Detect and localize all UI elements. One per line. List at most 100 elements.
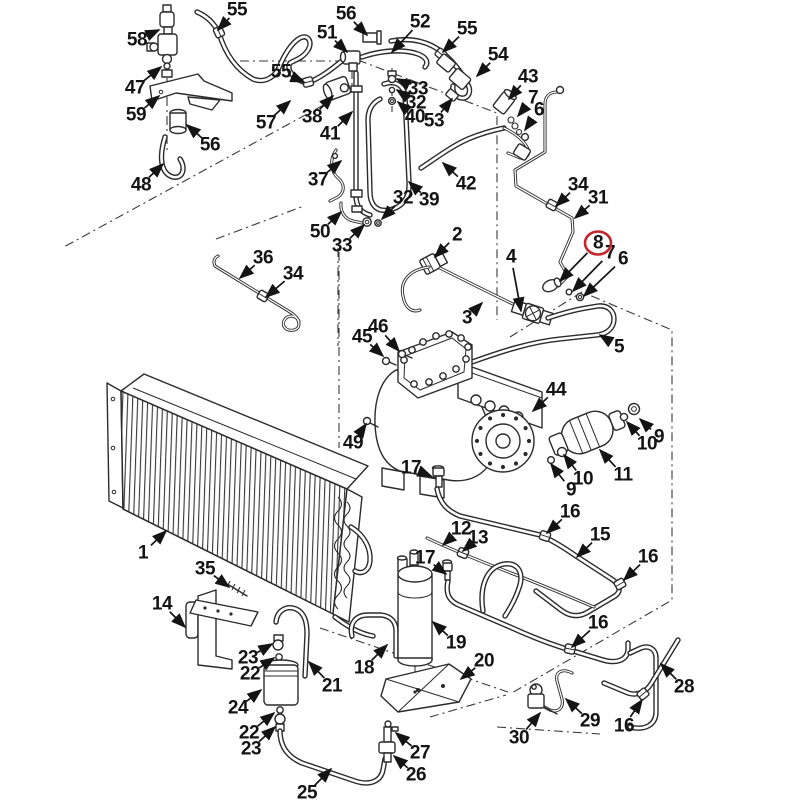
tube-3-loop-core — [401, 266, 430, 312]
callout-label-15: 15 — [590, 525, 611, 546]
callout-leader-4 — [512, 267, 525, 313]
pipe-36-core — [213, 255, 300, 331]
callout-label-19: 19 — [446, 633, 466, 654]
pipe-25-core — [278, 729, 387, 785]
callout-leader-42 — [441, 161, 459, 178]
pipe-36-group — [212, 254, 301, 332]
washer-32a — [388, 86, 396, 94]
pipe-hook — [479, 561, 524, 619]
callout-leader-23 — [257, 643, 274, 656]
callout-leader-54 — [475, 62, 491, 78]
callout-leader-38 — [319, 94, 335, 110]
callout-leader-31 — [573, 204, 591, 220]
hose-42-core — [419, 126, 506, 170]
callout-label-2: 2 — [452, 225, 462, 246]
bolt-45 — [381, 356, 391, 366]
callout-leader-58 — [144, 29, 161, 42]
callout-leader-28 — [659, 662, 677, 680]
accumulator-19 — [397, 573, 433, 661]
drier-24 — [263, 664, 299, 706]
callout-label-20: 20 — [474, 651, 494, 672]
callout-leader-26 — [392, 754, 409, 770]
callout-leader-34 — [554, 191, 571, 208]
cap-9 — [627, 402, 641, 416]
callout-leader-44 — [531, 396, 549, 413]
callout-leader-16 — [570, 629, 591, 649]
nut-32 — [374, 219, 382, 227]
callout-leader-14 — [169, 611, 187, 629]
callout-leader-43 — [507, 84, 523, 101]
tube-52-core — [360, 49, 429, 69]
callout-label-24: 24 — [228, 698, 249, 719]
callout-leader-1 — [150, 529, 168, 547]
callout-label-3: 3 — [462, 308, 472, 329]
callout-label-41: 41 — [320, 124, 341, 145]
callout-label-55: 55 — [271, 62, 292, 83]
callout-label-51: 51 — [317, 23, 338, 44]
callout-label-14: 14 — [152, 594, 173, 615]
callout-leader-16 — [545, 518, 563, 535]
callout-leader-53 — [438, 97, 454, 114]
bolt-40 — [387, 96, 397, 106]
callout-leader-29 — [564, 697, 583, 715]
callout-leader-10 — [625, 420, 641, 437]
callout-label-34: 34 — [283, 264, 304, 285]
bolt-46 — [397, 349, 407, 359]
callout-label-7: 7 — [605, 243, 615, 264]
callout-label-57: 57 — [256, 113, 276, 134]
fitting-17 — [432, 467, 445, 477]
callout-label-48: 48 — [131, 175, 151, 196]
callout-leader-22 — [257, 711, 276, 727]
pipe-18-core — [350, 613, 398, 658]
valve-26 — [378, 741, 396, 754]
callout-leader-24 — [246, 688, 263, 704]
hose-54-group — [388, 36, 473, 102]
callout-label-59: 59 — [126, 105, 146, 126]
hose-48-core — [160, 135, 185, 179]
pipe-5-core — [470, 304, 616, 364]
callout-label-50: 50 — [310, 222, 330, 243]
condenser-outlet-tube-core — [349, 525, 372, 574]
callout-leader-20 — [459, 665, 476, 681]
callout-label-45: 45 — [352, 327, 373, 348]
drier-24-group — [263, 634, 399, 786]
nut-6b — [575, 292, 585, 302]
fitting-23 — [272, 639, 284, 651]
callout-label-32: 32 — [393, 188, 413, 209]
callout-label-6: 6 — [534, 100, 544, 121]
pipe-29-core — [536, 670, 573, 712]
pipe-31 — [513, 90, 575, 288]
callout-label-1: 1 — [138, 543, 149, 564]
hose-42-group — [418, 125, 532, 171]
callout-label-40: 40 — [405, 107, 425, 128]
callout-label-7: 7 — [528, 88, 538, 109]
callout-leader-33 — [395, 78, 412, 91]
valve-58-body — [157, 33, 178, 56]
callout-leader-5 — [598, 334, 615, 348]
callout-leader-6 — [524, 115, 538, 132]
pipe-28-core — [628, 645, 658, 730]
hose-42 — [418, 125, 507, 171]
callout-leader-46 — [384, 334, 401, 353]
highlight-circle — [583, 230, 613, 256]
pipe-hook-core — [480, 562, 523, 618]
fitting-33 — [362, 217, 372, 227]
callout-leader-32 — [395, 89, 412, 103]
callout-leader-34 — [264, 280, 286, 299]
callout-label-16: 16 — [638, 547, 658, 568]
bracket-20 — [380, 663, 472, 713]
callout-label-31: 31 — [588, 188, 609, 209]
fitting-33a — [387, 74, 397, 84]
compressor-block — [457, 361, 543, 429]
accumulator-group — [273, 549, 472, 713]
callout-leader-55 — [441, 35, 460, 54]
callout-label-53: 53 — [424, 111, 444, 132]
fitting-17b — [442, 562, 453, 572]
callout-leader-18 — [371, 643, 389, 661]
pipe-25 — [277, 728, 388, 786]
callout-label-28: 28 — [674, 677, 694, 698]
nut-22b — [276, 706, 284, 714]
fitting-23b — [274, 713, 286, 725]
